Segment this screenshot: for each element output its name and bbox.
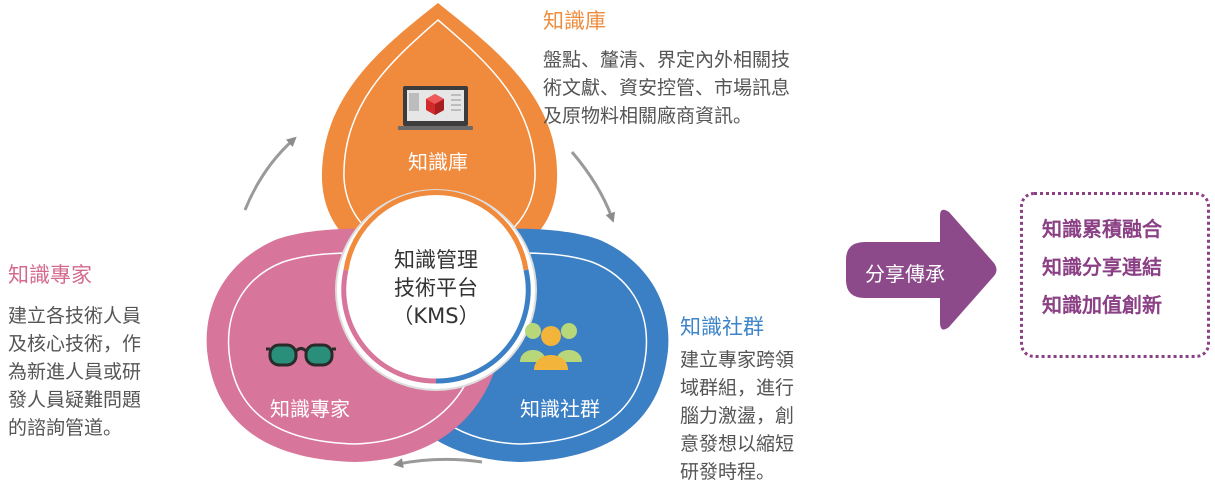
center-ring-blue-arc	[435, 269, 531, 384]
center-ring-pink-arc	[341, 269, 437, 384]
monitor-cube-icon	[398, 86, 473, 130]
knowledge-base-description-line: 盤點、釐清、界定內外相關技	[543, 49, 791, 71]
community-petal-outline	[397, 252, 648, 445]
experts-description-line: 為新進人員或研	[8, 361, 142, 383]
experts-description-line: 的諮詢管道。	[8, 417, 123, 439]
result-list: 知識累積融合 知識分享連結 知識加值創新	[1042, 210, 1162, 324]
community-heading: 知識社群	[680, 315, 764, 339]
center-title-line: （KMS）	[392, 304, 480, 328]
center-title-line: 知識管理	[394, 248, 478, 272]
knowledge-base-petal-label: 知識庫	[408, 150, 468, 174]
community-description-line: 意發想以縮短	[680, 433, 795, 455]
center-circle	[352, 206, 520, 374]
experts-description-line: 及核心技術，作	[8, 333, 142, 355]
experts-petal-outline	[227, 252, 479, 445]
people-group-icon	[520, 323, 582, 370]
knowledge-base-description-line: 術文獻、資安控管、市場訊息	[543, 77, 791, 99]
community-description: 建立專家跨領 域群組，進行 腦力激盪，創 意發想以縮短 研發時程。	[680, 346, 794, 486]
knowledge-base-description: 盤點、釐清、界定內外相關技 術文獻、資安控管、市場訊息 及原物料相關廠商資訊。	[543, 46, 790, 130]
community-description-line: 研發時程。	[680, 461, 776, 483]
result-line: 知識累積融合	[1042, 217, 1162, 241]
experts-description-line: 發人員疑難問題	[8, 389, 142, 411]
share-inherit-label: 分享傳承	[865, 262, 945, 286]
result-box	[1020, 192, 1210, 358]
result-line: 知識加值創新	[1042, 293, 1162, 317]
experts-heading: 知識專家	[8, 263, 92, 287]
share-inherit-arrow	[846, 209, 997, 330]
cycle-arrow-right	[570, 151, 615, 223]
center-title: 知識管理 技術平台 （KMS）	[356, 246, 516, 330]
knowledge-base-heading: 知識庫	[543, 9, 606, 33]
cycle-arrow-bottom	[393, 457, 483, 468]
result-line: 知識分享連結	[1042, 255, 1162, 279]
community-description-line: 建立專家跨領	[680, 349, 795, 371]
experts-description-line: 建立各技術人員	[8, 305, 142, 327]
experts-description: 建立各技術人員 及核心技術，作 為新進人員或研 發人員疑難問題 的諮詢管道。	[8, 302, 141, 442]
cycle-arrow-left	[243, 136, 297, 211]
community-description-line: 腦力激盪，創	[680, 405, 795, 427]
center-ring-orange-arc	[343, 190, 529, 271]
glasses-icon	[266, 343, 336, 367]
community-description-line: 域群組，進行	[680, 377, 795, 399]
knowledge-base-description-line: 及原物料相關廠商資訊。	[543, 105, 753, 127]
center-title-line: 技術平台	[394, 276, 478, 300]
community-petal-label: 知識社群	[520, 397, 600, 421]
experts-petal-label: 知識專家	[270, 397, 350, 421]
